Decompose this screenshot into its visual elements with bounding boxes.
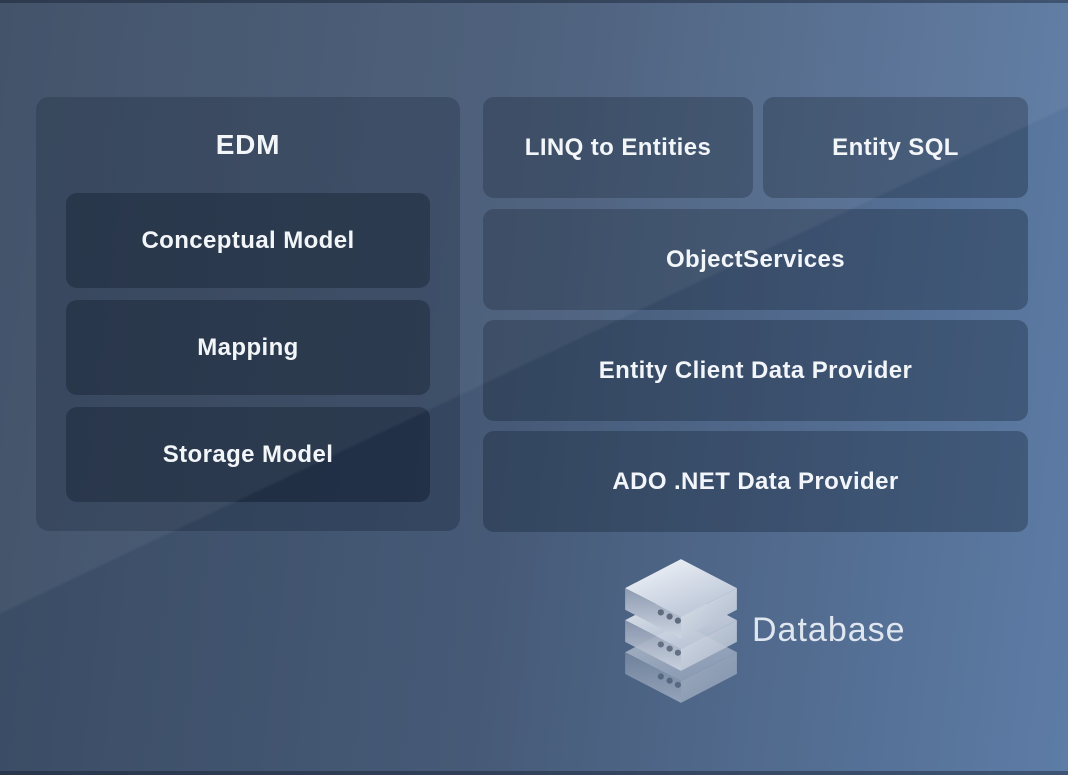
storage-model-box: Storage Model [66,407,430,502]
edm-panel-title: EDM [215,128,281,160]
edm-panel: EDM Conceptual Model Mapping Storage Mod… [36,97,460,531]
entity-sql-box: Entity SQL [763,97,1028,198]
linq-to-entities-box: LINQ to Entities [483,97,753,198]
entity-client-data-provider-box: Entity Client Data Provider [483,320,1028,421]
bottom-edge-strip [0,771,1068,775]
object-services-box: ObjectServices [483,209,1028,310]
mapping-box: Mapping [66,300,430,395]
database-label: Database [752,610,906,649]
conceptual-model-box: Conceptual Model [66,193,430,288]
top-edge-strip [0,0,1068,3]
database-icon [625,559,737,703]
ado-net-data-provider-box: ADO .NET Data Provider [483,431,1028,532]
